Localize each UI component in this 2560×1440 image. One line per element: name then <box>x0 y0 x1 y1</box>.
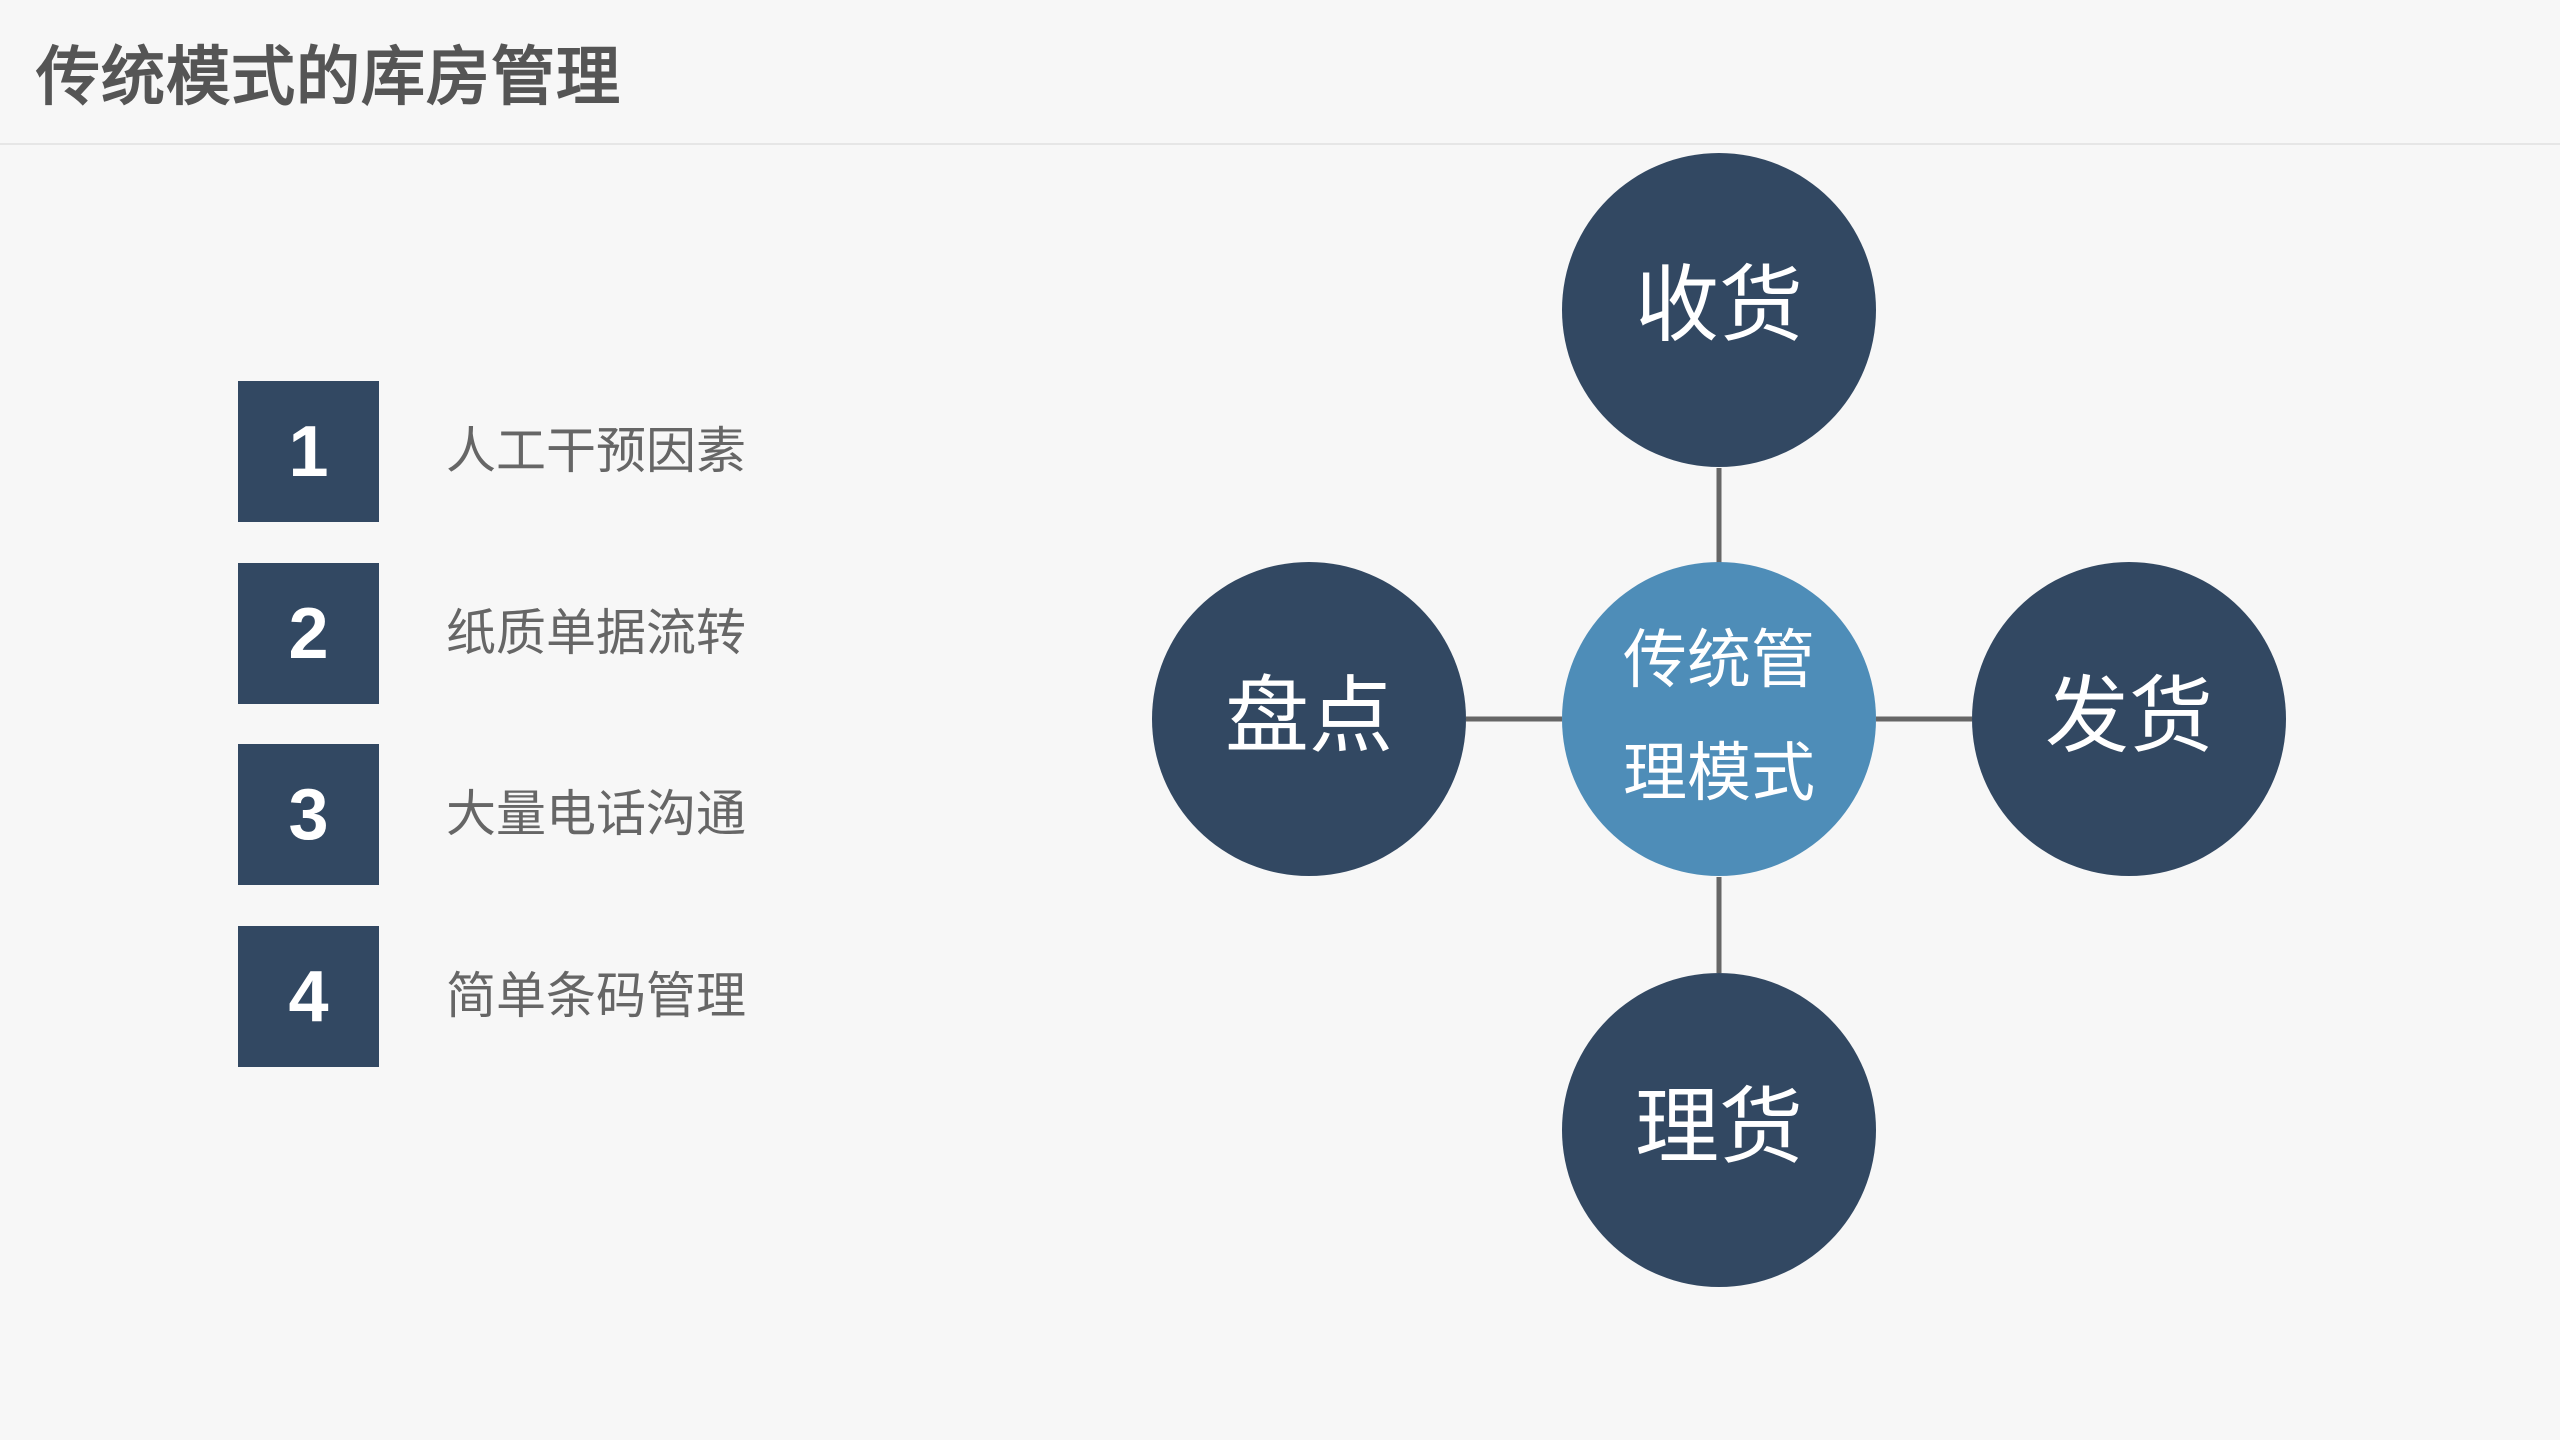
node-circle <box>1562 153 1876 467</box>
center-label-line2: 理模式 <box>1623 737 1815 811</box>
node-circle <box>1562 973 1876 1287</box>
node-label-sort: 理货 <box>1635 1078 1803 1176</box>
number-badge: 4 <box>238 926 379 1067</box>
list-item: 4 简单条码管理 <box>238 926 838 1067</box>
list-item-label: 大量电话沟通 <box>446 785 746 843</box>
node-label-ship: 发货 <box>2045 667 2213 765</box>
node-circle <box>1152 562 1466 876</box>
number-badge: 3 <box>238 744 379 885</box>
list-item-label: 人工干预因素 <box>446 422 746 480</box>
number-badge: 2 <box>238 563 379 704</box>
node-ship: 发货 <box>1972 562 2286 876</box>
page-title: 传统模式的库房管理 <box>36 41 621 115</box>
list-item-label: 纸质单据流转 <box>446 604 746 662</box>
number-badge: 1 <box>238 381 379 522</box>
node-center: 传统管 理模式 <box>1562 562 1876 876</box>
node-label-inventory: 盘点 <box>1225 667 1393 765</box>
center-label-line1: 传统管 <box>1623 624 1815 698</box>
list-item-label: 简单条码管理 <box>446 967 746 1025</box>
list-item: 3 大量电话沟通 <box>238 744 838 885</box>
title-divider <box>0 143 2560 145</box>
node-inventory: 盘点 <box>1152 562 1466 876</box>
node-receive: 收货 <box>1562 153 1876 467</box>
list-item: 2 纸质单据流转 <box>238 563 838 704</box>
list-item: 1 人工干预因素 <box>238 381 838 522</box>
node-sort: 理货 <box>1562 973 1876 1287</box>
node-circle <box>1972 562 2286 876</box>
node-label-receive: 收货 <box>1635 256 1803 354</box>
node-circle-center <box>1562 562 1876 876</box>
